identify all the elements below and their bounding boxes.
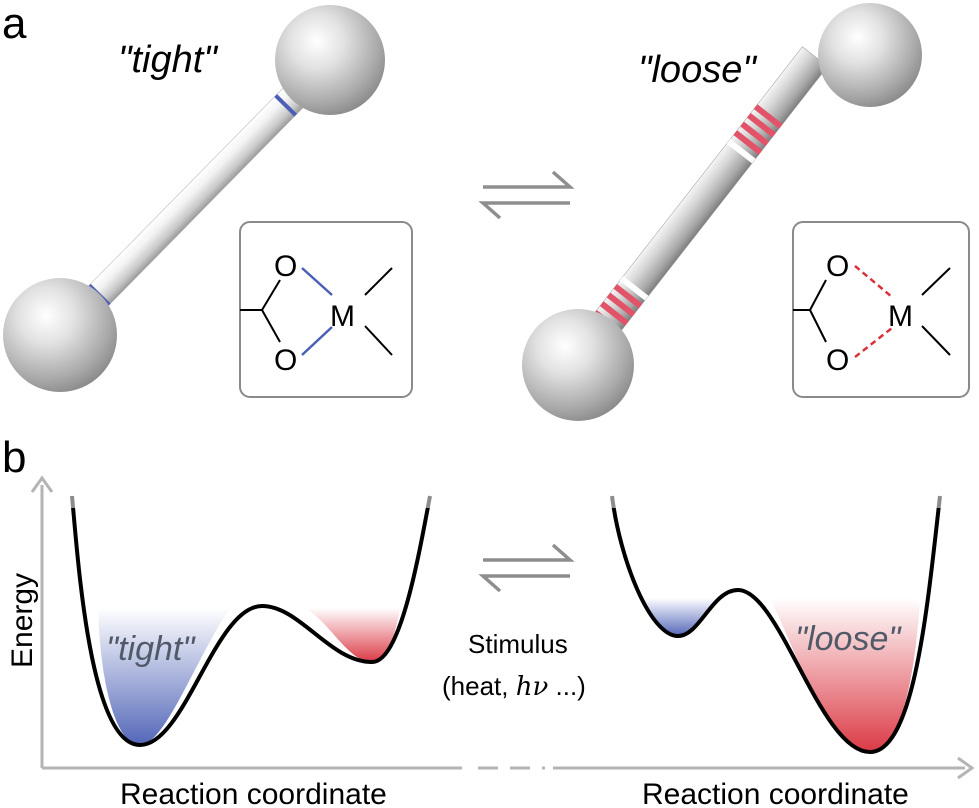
tight-atom-o-bottom: O [274, 344, 297, 377]
tight-label: "tight" [118, 39, 218, 81]
panel-a-label: a [2, 0, 27, 48]
stimulus-detail: (heat, hν ...) [442, 671, 586, 702]
equilibrium-arrows-a [478, 170, 575, 220]
tight-atom-metal: M [330, 300, 355, 333]
loose-atom-metal: M [888, 300, 913, 333]
tight-o-m-bond-bottom [301, 326, 333, 356]
loose-sphere-bottom [522, 309, 634, 421]
panel-b-label: b [2, 433, 26, 482]
loose-atom-o-top: O [826, 250, 849, 283]
loose-label: "loose" [638, 49, 757, 91]
loose-atom-o-bottom: O [826, 344, 849, 377]
tight-sphere-top [275, 5, 385, 115]
tight-o-m-bond-top [301, 267, 333, 296]
stimulus-open: (heat, [442, 671, 516, 701]
stimulus-hv: hν [516, 672, 549, 702]
left-potential [60, 480, 440, 748]
equilibrium-arrows-b [478, 543, 575, 593]
tight-inset: O O M [239, 221, 413, 398]
right-tight-population [640, 598, 718, 636]
tight-dumbbell [3, 5, 385, 392]
stimulus-close: ...) [548, 671, 586, 701]
left-loose-population [305, 608, 400, 662]
energy-label: Energy [6, 573, 39, 668]
energy-axes [30, 475, 975, 780]
right-potential [600, 480, 950, 755]
right-loose-population [770, 598, 920, 752]
right-x-axis-label: Reaction coordinate [642, 778, 909, 808]
loose-o-m-bond-top [854, 265, 893, 298]
loose-bond-stripes-top [726, 104, 783, 164]
right-energy-curve [610, 495, 942, 755]
loose-o-m-bond-bottom [854, 327, 893, 358]
loose-dumbbell [522, 3, 922, 421]
loose-sphere-top [818, 3, 922, 107]
left-energy-curve [70, 495, 432, 748]
left-tight-population [98, 608, 230, 745]
tight-atom-o-top: O [274, 250, 297, 283]
left-well-label: "tight" [106, 630, 196, 668]
tight-sphere-bottom [3, 278, 117, 392]
loose-inset: O O M [792, 221, 970, 398]
left-x-axis-label: Reaction coordinate [120, 778, 387, 808]
right-well-label: "loose" [795, 620, 902, 658]
tight-bond-band-top [274, 94, 298, 117]
stimulus-label: Stimulus [468, 629, 568, 659]
